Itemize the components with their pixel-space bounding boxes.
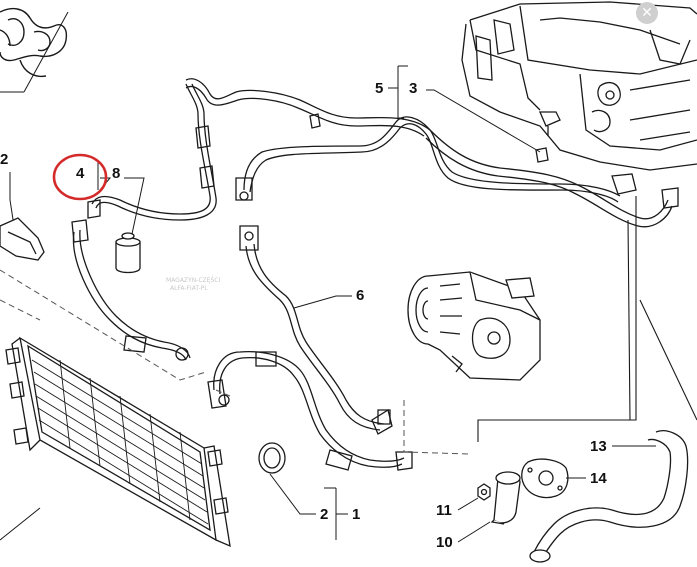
callout-labels: 2 4 8 5 3 6 2 1 11 10 13 14 [0, 80, 607, 551]
callout-2-bottom: 2 [320, 506, 328, 523]
leader-lines [9, 65, 656, 543]
gasket-14 [521, 458, 569, 499]
callout-5: 5 [375, 80, 383, 97]
pressure-switch [115, 232, 141, 274]
close-icon[interactable]: ✕ [636, 2, 658, 24]
bracket-2 [0, 217, 45, 261]
phantom-outline [0, 269, 471, 455]
hose-3 [185, 78, 679, 228]
fitting-10 [490, 471, 521, 525]
hose-2 [207, 350, 413, 471]
section-lines [477, 196, 697, 442]
hose-condenser [71, 219, 191, 361]
watermark: MAGAZYN-CZĘŚCI ALFA-FIAT-PL [166, 277, 220, 292]
watermark-line-1: MAGAZYN-CZĘŚCI [166, 277, 220, 284]
callout-4: 4 [76, 165, 85, 182]
compressor [407, 271, 541, 381]
callout-3: 3 [409, 80, 417, 97]
hvac-box [461, 1, 697, 171]
condenser [0, 336, 231, 548]
nut-11 [477, 483, 491, 501]
callout-13: 13 [590, 438, 607, 455]
callout-10: 10 [436, 534, 453, 551]
watermark-line-2: ALFA-FIAT-PL [170, 285, 208, 292]
o-ring [258, 442, 286, 474]
callout-14: 14 [590, 470, 607, 487]
callout-11: 11 [436, 502, 452, 519]
highlight-circle [52, 153, 108, 201]
callout-1: 1 [352, 506, 360, 523]
clip-part [0, 7, 69, 93]
hose-4 [87, 83, 217, 221]
callout-8: 8 [112, 165, 120, 182]
callout-2-left: 2 [0, 151, 8, 168]
hose-6 [239, 225, 393, 435]
hose-13 [529, 430, 689, 563]
callout-6: 6 [356, 287, 364, 304]
